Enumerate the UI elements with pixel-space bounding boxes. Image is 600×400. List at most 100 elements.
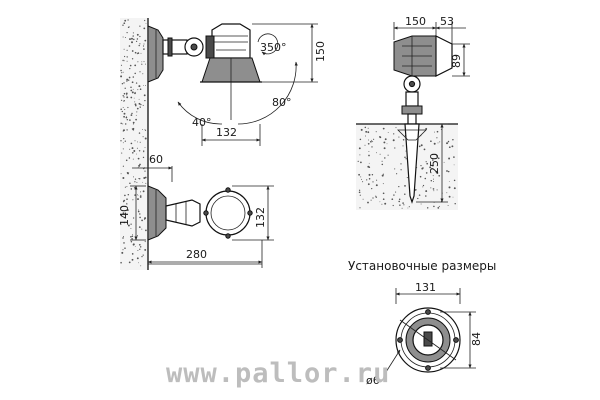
head-depth-label: 132 xyxy=(216,126,237,139)
stipple-dot xyxy=(136,111,138,113)
total-length-label: 280 xyxy=(186,248,207,261)
stipple-dot xyxy=(131,237,133,240)
stipple-dot xyxy=(436,130,439,133)
stipple-dot xyxy=(138,164,141,167)
stipple-dot xyxy=(398,136,400,138)
hole-diameter-label: ø6 xyxy=(366,374,380,387)
stipple-dot xyxy=(121,83,124,85)
stipple-dot xyxy=(133,187,136,189)
stipple-dot xyxy=(447,142,449,144)
stipple-dot xyxy=(140,194,142,197)
stipple-dot xyxy=(452,139,454,141)
stipple-dot xyxy=(367,131,370,134)
stipple-dot xyxy=(131,41,133,44)
stipple-dot xyxy=(392,139,395,142)
stipple-dot xyxy=(453,164,455,166)
stipple-dot xyxy=(358,147,361,150)
stipple-dot xyxy=(139,141,141,143)
stipple-dot xyxy=(130,96,133,99)
stipple-dot xyxy=(126,116,128,118)
stipple-dot xyxy=(132,121,135,124)
stipple-dot xyxy=(139,88,142,90)
spike-head-height-label: 89 xyxy=(450,54,463,68)
stipple-dot xyxy=(122,165,124,167)
stipple-dot xyxy=(130,223,132,225)
stipple-dot xyxy=(135,40,138,43)
stipple-dot xyxy=(371,187,373,190)
stipple-dot xyxy=(437,207,440,209)
stipple-dot xyxy=(375,184,378,187)
stipple-dot xyxy=(132,36,134,37)
stipple-dot xyxy=(131,58,134,60)
stipple-dot xyxy=(138,226,141,228)
stipple-dot xyxy=(432,175,434,177)
stipple-dot xyxy=(131,37,133,40)
stipple-dot xyxy=(122,107,124,108)
stipple-dot xyxy=(143,151,145,153)
stipple-dot xyxy=(134,91,136,93)
stipple-dot xyxy=(121,251,124,254)
stipple-dot xyxy=(132,234,133,236)
stipple-dot xyxy=(382,173,384,175)
stipple-dot xyxy=(402,202,404,204)
stipple-dot xyxy=(454,202,456,205)
stipple-dot xyxy=(386,143,388,145)
stipple-dot xyxy=(126,129,128,131)
stipple-dot xyxy=(138,102,141,105)
stipple-dot xyxy=(144,99,146,102)
stipple-dot xyxy=(123,115,125,118)
stipple-dot xyxy=(126,118,129,121)
mount-height-label: 84 xyxy=(470,332,483,346)
stipple-dot xyxy=(131,235,134,238)
stipple-dot xyxy=(126,209,129,212)
stipple-dot xyxy=(415,189,417,191)
stipple-dot xyxy=(438,174,441,177)
stipple-dot xyxy=(131,91,134,94)
stipple-dot xyxy=(375,196,378,198)
stipple-dot xyxy=(401,207,403,209)
ground-stipple xyxy=(357,126,456,209)
stipple-dot xyxy=(141,255,143,258)
stipple-dot xyxy=(425,161,427,163)
mounting-dimensions-caption: Установочные размеры xyxy=(348,259,496,273)
stipple-dot xyxy=(134,178,137,180)
stipple-dot xyxy=(432,159,434,161)
stipple-dot xyxy=(136,147,138,149)
stipple-dot xyxy=(129,38,131,41)
stipple-dot xyxy=(384,157,386,159)
stipple-dot xyxy=(144,248,147,251)
stipple-dot xyxy=(132,217,135,219)
stipple-dot xyxy=(131,81,134,84)
stipple-dot xyxy=(364,126,367,129)
stipple-dot xyxy=(448,157,451,160)
stipple-dot xyxy=(139,191,142,193)
stipple-dot xyxy=(137,89,139,91)
stipple-dot xyxy=(126,94,128,96)
stipple-dot xyxy=(124,186,126,188)
stipple-dot xyxy=(139,216,141,219)
stipple-dot xyxy=(139,195,142,198)
stipple-dot xyxy=(137,52,140,55)
spike-visor-label: 53 xyxy=(440,15,454,28)
stipple-dot xyxy=(122,24,124,26)
stipple-dot xyxy=(372,141,374,143)
stipple-dot xyxy=(122,130,124,132)
stipple-dot xyxy=(133,97,135,99)
stipple-dot xyxy=(120,122,122,125)
stipple-dot xyxy=(131,147,134,150)
stipple-dot xyxy=(124,194,126,197)
wall-lamp-side-view: 350° 150 40° 80° 132 xyxy=(147,23,327,146)
watermark: www.pallor.ru xyxy=(166,358,390,389)
stipple-dot xyxy=(134,181,136,183)
stipple-dot xyxy=(433,131,435,133)
stipple-dot xyxy=(130,240,133,243)
stipple-dot xyxy=(365,130,368,133)
stipple-dot xyxy=(358,189,361,191)
stipple-dot xyxy=(144,129,146,131)
front-diameter-label: 132 xyxy=(254,207,267,228)
stipple-dot xyxy=(143,94,146,97)
stipple-dot xyxy=(433,190,435,192)
stipple-dot xyxy=(362,181,364,183)
stipple-dot xyxy=(130,86,132,88)
stipple-dot xyxy=(382,192,385,195)
